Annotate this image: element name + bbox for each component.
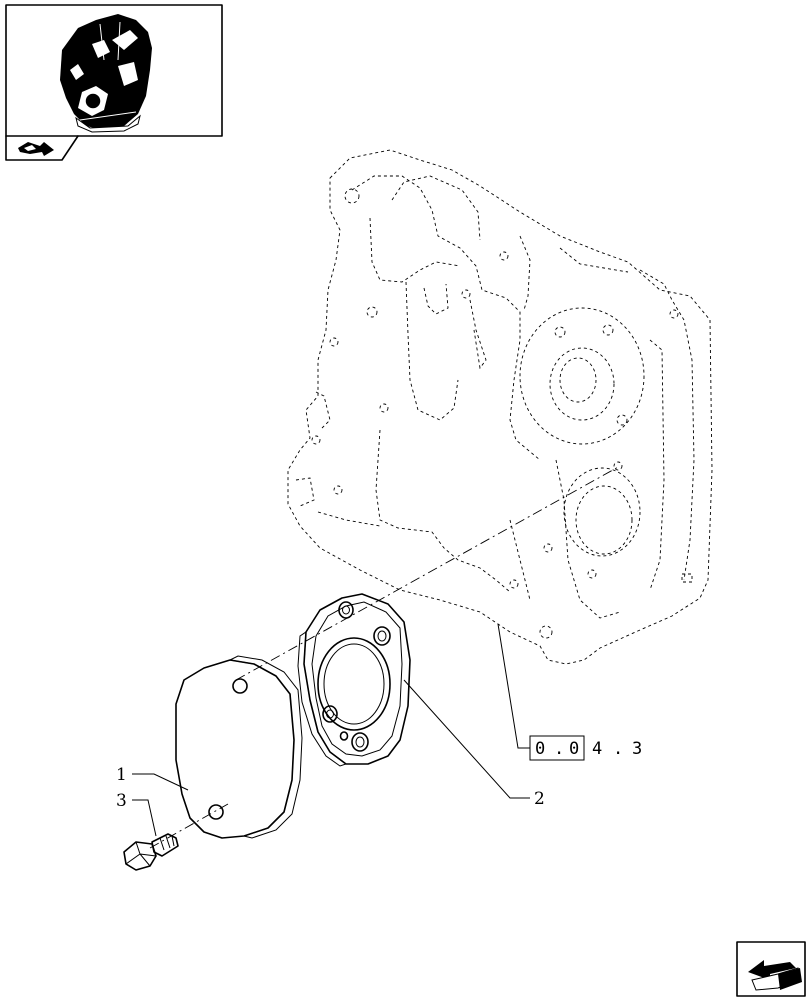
reference-leader (497, 623, 530, 749)
callout-1-leader (132, 773, 189, 791)
callout-2-leader (403, 679, 530, 799)
reference-digit-3: 4 (592, 739, 603, 759)
gasket[interactable] (297, 593, 411, 767)
thumbnail-tab (5, 135, 79, 161)
assembly-axis-line (235, 465, 621, 681)
reference-digit-2: 0 (569, 739, 580, 759)
section-reference[interactable]: 0 . 0 4 . 3 (529, 735, 643, 761)
timing-case-housing (287, 149, 713, 665)
reference-box (529, 735, 585, 761)
next-page-arrow-icon[interactable] (736, 941, 806, 997)
nav-frame (736, 941, 806, 997)
callout-1-label: 1 (116, 765, 127, 785)
bolt-axis-line (149, 803, 229, 849)
engine-thumbnail[interactable] (5, 4, 223, 161)
cover-plate[interactable] (175, 655, 303, 839)
engine-assembly-icon (60, 14, 152, 133)
book-arrow-icon[interactable] (18, 142, 54, 156)
callout-2-label: 2 (534, 789, 545, 809)
reference-separator-1: . (554, 739, 565, 759)
bolt[interactable] (123, 833, 179, 871)
reference-digit-4: 3 (632, 739, 643, 759)
callout-3-leader (132, 799, 157, 837)
callout-3-label: 3 (116, 791, 127, 811)
reference-digit-1: 0 (535, 739, 546, 759)
reference-separator-2: . (613, 739, 624, 759)
thumbnail-frame (5, 4, 223, 137)
